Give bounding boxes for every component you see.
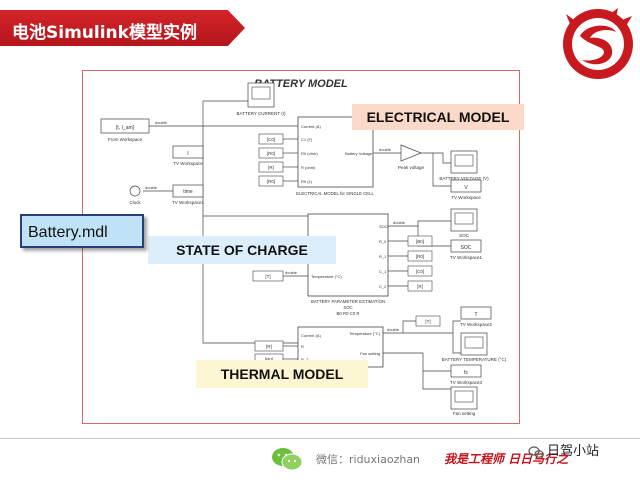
soc-block-sub2: B0 R0 C0 R [337, 311, 360, 316]
brand-text: 日驾小站 [547, 444, 600, 459]
callout-state-of-charge: STATE OF CHARGE [148, 236, 336, 264]
page-title: 电池Simulink模型实例 [12, 23, 197, 43]
scope-fan-block[interactable]: Fan setting [450, 386, 478, 416]
scope-voltage-block[interactable]: BATTERY VOLTAGE (V) [439, 150, 489, 181]
soc-out-c1: C_1 [379, 269, 387, 274]
simulink-canvas: BATTERY MODEL [t, I_am] From Workspace I… [100, 78, 507, 416]
to-workspace-soc-label: TV Workspace1 [450, 255, 482, 260]
soc-block-sub1: SOC [343, 305, 352, 310]
clock-block[interactable]: Clock [129, 185, 141, 205]
slogan: 我是工程师 日日马行之 [444, 452, 569, 466]
electrical-block-label: ELECTRICAL MODEL for SINGLE CELL [296, 191, 374, 196]
thermal-const-r0: [R0] [265, 357, 273, 362]
wechat-icon [272, 448, 303, 471]
to-workspace-fan-label: TV Workspace3 [450, 380, 482, 385]
to-workspace-time-value: time [183, 189, 193, 195]
scope-current-label: BATTERY CURRENT (I) [237, 111, 286, 116]
soc-block-label: BATTERY PARAMETER ESTIMATION [311, 299, 385, 304]
electrical-in-4: R (ohm) [301, 165, 316, 170]
callout-electrical-model: ELECTRICAL MODEL [352, 104, 524, 130]
electrical-in-2: C1 (F) [301, 137, 313, 142]
gain-block[interactable]: Peak voltage [398, 144, 425, 170]
goto-c0: [C0] [416, 269, 424, 274]
scope-temperature-block[interactable]: BATTERY TEMPERATURE (°C) [442, 332, 507, 362]
soc-out-r0: R_0 [379, 239, 387, 244]
scope-voltage-label: BATTERY VOLTAGE (V) [439, 176, 489, 181]
const-c0: [C0] [267, 137, 275, 142]
thermal-goto-t: [T] [415, 315, 441, 327]
electrical-in-3: R0 (ohm) [301, 151, 318, 156]
to-workspace-time-label: TV Workspace1 [172, 200, 204, 205]
soc-goto-tags: [B0] [R0] [C0] [R] [407, 235, 433, 292]
to-workspace-t-value: T [474, 312, 477, 318]
brand-mark: 日驾小站 [528, 440, 634, 460]
to-workspace-v-label: TV Workspace [451, 195, 481, 200]
to-workspace-soc-block[interactable]: SOC TV Workspace1 [450, 239, 482, 260]
callout-thermal-model: THERMAL MODEL [196, 360, 368, 388]
electrical-out: Battery Voltage [345, 151, 373, 156]
to-workspace-soc-value: SOC [461, 245, 472, 251]
from-workspace-value: [t, I_am] [116, 125, 135, 131]
const-r: [R] [268, 165, 274, 170]
soc-out-c2: C_2 [379, 284, 387, 289]
soc-in-temp: Temperature (°C) [311, 274, 342, 279]
to-workspace-v-value: V [464, 185, 468, 191]
electrical-in-5: R0 (1) [301, 179, 313, 184]
thermal-const-r: [R] [266, 344, 272, 349]
brand-icon [528, 445, 544, 458]
scope-soc-block[interactable]: SOC [450, 208, 478, 238]
diagram-title: BATTERY MODEL [254, 78, 348, 90]
scope-temp-label: BATTERY TEMPERATURE (°C) [442, 357, 507, 362]
scope-soc-label: SOC [459, 233, 470, 238]
soc-out-soc: SOC [379, 224, 388, 229]
soc-const-temp: [T] [252, 270, 284, 282]
thermal-in-r2: R_2 [301, 357, 309, 362]
wire-label: double [393, 220, 406, 225]
const-r0-2: [R0] [267, 179, 275, 184]
thermal-out-temp: Temperature (°C) [349, 331, 380, 336]
wire-label: double [155, 120, 168, 125]
goto-r0: [R0] [416, 254, 424, 259]
dragon-logo-icon [563, 8, 633, 79]
title-bar: 电池Simulink模型实例 [0, 10, 245, 46]
from-workspace-block[interactable]: [t, I_am] From Workspace [100, 118, 150, 142]
to-workspace-t-label: TV Workspace2 [460, 322, 492, 327]
soc-out-r1: R_1 [379, 254, 387, 259]
to-workspace-fan-value: fs [464, 370, 468, 376]
thermal-in-r: R [301, 344, 304, 349]
to-workspace-v-block[interactable]: V TV Workspace [450, 179, 482, 200]
wire-label: double [387, 327, 400, 332]
wire-label: double [145, 185, 158, 190]
gain-label: Peak voltage [398, 165, 425, 170]
soc-estimation-block[interactable]: Temperature (°C) SOC R_0 R_1 C_1 C_2 BAT… [307, 213, 389, 316]
electrical-in-current: Current (A) [301, 124, 321, 129]
scope-current-block[interactable]: BATTERY CURRENT (I) [237, 82, 286, 116]
wechat-id: 微信：riduxiaozhan [316, 453, 421, 466]
to-workspace-t-block[interactable]: T TV Workspace2 [460, 306, 492, 327]
to-workspace-fan-block[interactable]: fs TV Workspace3 [450, 364, 482, 385]
electrical-constants: [C0] [R0] [R] [R0] [258, 133, 284, 187]
svg-text:I: I [187, 151, 188, 157]
thermal-in-current: Current (A) [301, 333, 321, 338]
const-r0: [R0] [267, 151, 275, 156]
from-workspace-label: From Workspace [108, 137, 143, 142]
wire-label: double [285, 270, 298, 275]
goto-b0: [B0] [416, 239, 424, 244]
thermal-out-fan: Fan setting [360, 351, 380, 356]
scope-fan-label: Fan setting [453, 411, 476, 416]
footer-divider [0, 438, 640, 439]
soc-const-temp-label: [T] [265, 274, 270, 279]
to-workspace-i-label: TV Workspace [173, 161, 203, 166]
clock-label: Clock [129, 200, 141, 205]
to-workspace-time-block[interactable]: time TV Workspace1 [172, 184, 204, 205]
thermal-goto-label: [T] [425, 319, 430, 324]
wire-label: double [379, 147, 392, 152]
callout-battery-mdl: Battery.mdl [20, 214, 144, 248]
goto-r: [R] [417, 284, 423, 289]
to-workspace-i-block[interactable]: I TV Workspace [172, 145, 204, 166]
